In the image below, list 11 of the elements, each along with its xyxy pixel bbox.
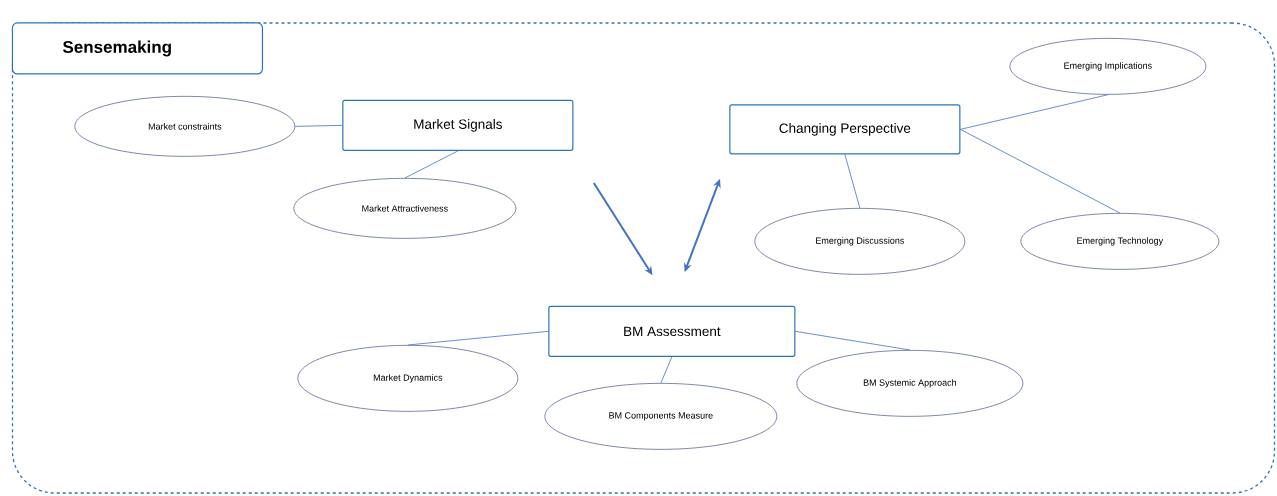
- connector-line: [960, 128, 1121, 214]
- process-box: Market Signals: [342, 99, 574, 151]
- connector-line: [404, 150, 459, 179]
- process-box: BM Assessment: [548, 305, 796, 357]
- connector-line: [960, 94, 1109, 130]
- process-box: Changing Perspective: [729, 104, 961, 155]
- connector-line: [407, 330, 549, 346]
- connector-line: [844, 154, 861, 209]
- connector-line: [294, 124, 343, 127]
- connector-line: [795, 330, 911, 351]
- connector-line: [660, 356, 673, 384]
